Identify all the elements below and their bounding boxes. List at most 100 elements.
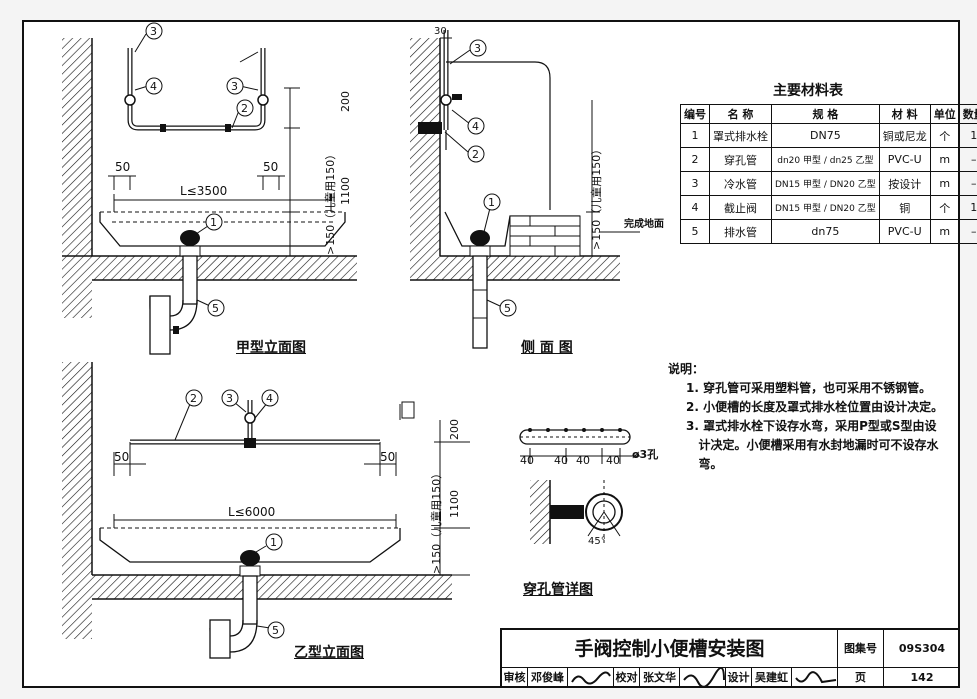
cell: 3 [680, 171, 710, 196]
cell: PVC-U [878, 219, 931, 244]
cell: dn75 [771, 219, 880, 244]
material-table: 编号 名 称 规 格 材 料 单位 数量 1 罩式排水栓 DN75 铜或尼龙 个… [680, 104, 977, 244]
note-line: 弯。 [686, 457, 723, 471]
dim-1100-b: 1100 [448, 490, 461, 518]
svg-text:3: 3 [226, 392, 233, 405]
dim-50-left-a: 50 [115, 160, 131, 174]
caption-front-a: 甲型立面图 [236, 340, 306, 356]
perforated-pipe-detail [519, 428, 640, 544]
cell: 2 [680, 147, 710, 172]
note-line: 1. 穿孔管可采用塑料管，也可采用不锈钢管。 [686, 381, 932, 395]
cell: 铜 [878, 195, 931, 220]
cell: – [958, 171, 977, 196]
caption-front-b: 乙型立面图 [294, 645, 364, 661]
header-qty: 数量 [958, 104, 977, 124]
title-block: 手阀控制小便槽安装图 图集号 09S304 审核 邓俊峰 校对 张文华 设计 吴… [500, 628, 960, 688]
caption-detail: 穿孔管详图 [523, 582, 593, 598]
cell: 个 [929, 123, 960, 148]
cell: 冷水管 [709, 171, 772, 196]
cell: 1 [958, 195, 977, 220]
dim-150-side: >150（儿童用150） [590, 143, 603, 250]
dim-length-b: L≤6000 [228, 505, 276, 519]
dim-50-right-b: 50 [380, 450, 396, 464]
cell: 截止阀 [709, 195, 772, 220]
svg-text:1: 1 [270, 536, 277, 549]
svg-text:5: 5 [272, 624, 279, 637]
svg-text:5: 5 [504, 302, 511, 315]
note-line: 3. 罩式排水栓下设存水弯，采用P型或S型由设 [686, 419, 937, 433]
header-unit: 单位 [929, 104, 960, 124]
dim-150-b: >150（儿童用150） [430, 467, 443, 574]
dim-40-1: 40 [520, 454, 534, 467]
table-row: 5 排水管 dn75 PVC-U m – [680, 219, 977, 244]
cell: m [929, 171, 960, 196]
svg-text:1: 1 [210, 216, 217, 229]
hole-label: ø3孔 [632, 448, 659, 461]
caption-side: 侧 面 图 [521, 340, 573, 356]
design-label: 设计 [726, 668, 752, 688]
dim-1100-a: 1100 [339, 177, 352, 205]
notes-heading: 说明： [668, 362, 705, 376]
check-name: 张文华 [640, 668, 680, 688]
cell: 罩式排水栓 [709, 123, 772, 148]
dim-50-right-a: 50 [263, 160, 279, 174]
atlas-label: 图集号 [838, 630, 884, 668]
cell: m [929, 219, 960, 244]
svg-text:4: 4 [150, 80, 157, 93]
notes: 说明： 1. 穿孔管可采用塑料管，也可采用不锈钢管。 2. 小便槽的长度及罩式排… [668, 360, 948, 474]
cell: 排水管 [709, 219, 772, 244]
svg-text:3: 3 [474, 42, 481, 55]
cell: 穿孔管 [709, 147, 772, 172]
dim-40-4: 40 [606, 454, 620, 467]
header-name: 名 称 [709, 104, 772, 124]
svg-text:3: 3 [150, 25, 157, 38]
cell: 铜或尼龙 [878, 123, 931, 148]
cell: 1 [958, 123, 977, 148]
table-row: 1 罩式排水栓 DN75 铜或尼龙 个 1 [680, 123, 977, 148]
note-line: 2. 小便槽的长度及罩式排水栓位置由设计决定。 [686, 400, 944, 414]
cell: – [958, 147, 977, 172]
dim-length-a: L≤3500 [180, 184, 228, 198]
header-no: 编号 [680, 104, 710, 124]
material-table-title: 主要材料表 [773, 83, 843, 99]
floor-label: 完成地面 [624, 219, 664, 230]
design-signature [792, 668, 838, 688]
review-name: 邓俊峰 [528, 668, 568, 688]
svg-text:3: 3 [231, 80, 238, 93]
cell: DN15 甲型 / DN20 乙型 [771, 195, 880, 220]
dim-50-left-b: 50 [114, 450, 130, 464]
atlas-number: 09S304 [884, 630, 960, 668]
check-signature [680, 667, 726, 688]
review-label: 审核 [502, 668, 528, 688]
table-row: 4 截止阀 DN15 甲型 / DN20 乙型 铜 个 1 [680, 195, 977, 220]
table-row: 3 冷水管 DN15 甲型 / DN20 乙型 按设计 m – [680, 171, 977, 196]
cell: 个 [929, 195, 960, 220]
table-header-row: 编号 名 称 规 格 材 料 单位 数量 [680, 104, 977, 124]
front-view-b: 2 3 4 1 5 [62, 362, 470, 659]
cell: 4 [680, 195, 710, 220]
svg-text:4: 4 [472, 120, 479, 133]
cell: – [958, 219, 977, 244]
review-signature [568, 668, 614, 688]
note-line: 计决定。小便槽采用有水封地漏时可不设存水 [686, 438, 939, 452]
page-number: 142 [910, 671, 934, 684]
dim-30-side: 30 [434, 26, 447, 37]
check-label: 校对 [614, 668, 640, 688]
cell: 按设计 [878, 171, 931, 196]
svg-text:4: 4 [266, 392, 273, 405]
table-row: 2 穿孔管 dn20 甲型 / dn25 乙型 PVC-U m – [680, 147, 977, 172]
side-view: 3 4 2 1 5 [410, 30, 640, 349]
front-view-a: 3 4 3 2 1 5 [62, 22, 357, 355]
header-spec: 规 格 [771, 104, 880, 124]
cell: DN75 [771, 123, 880, 148]
cell: 5 [680, 219, 710, 244]
dim-200-a: 200 [339, 91, 352, 112]
cell: m [929, 147, 960, 172]
svg-text:2: 2 [190, 392, 197, 405]
svg-text:5: 5 [212, 302, 219, 315]
angle-label: 45° [588, 536, 606, 547]
page-label: 页 [838, 668, 884, 688]
cell: DN15 甲型 / DN20 乙型 [771, 171, 880, 196]
